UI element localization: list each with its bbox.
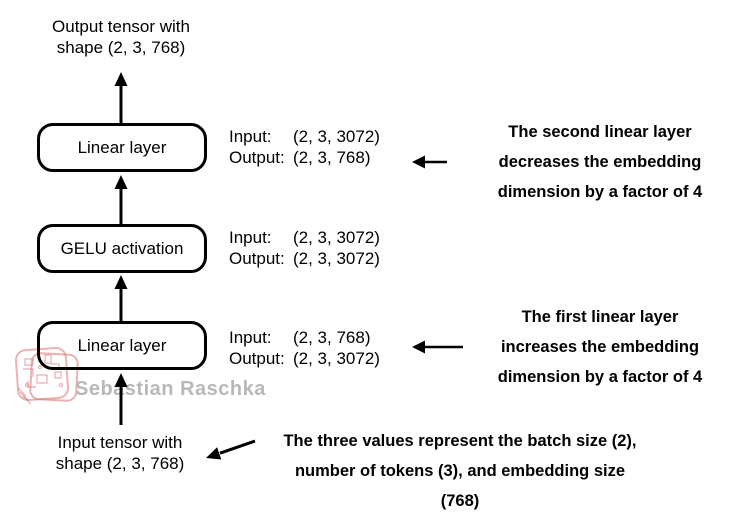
io3-output-label: Output: — [229, 349, 285, 368]
input-tensor-label-line2: shape (2, 3, 768) — [55, 454, 185, 473]
io3-output-value: (2, 3, 3072) — [293, 349, 380, 368]
linear-layer-2-label: Linear layer — [77, 137, 167, 157]
io1-input-value: (2, 3, 3072) — [293, 127, 380, 146]
gelu-activation-label: GELU activation — [60, 238, 184, 258]
annotation1-line1: The second linear layer — [508, 123, 692, 141]
annotation3-line1: The three values represent the batch siz… — [283, 432, 637, 450]
input-tensor-label-line1: Input tensor with — [57, 433, 183, 452]
io1-input-label: Input: — [229, 127, 272, 146]
annotation-first-linear-layer: The first linear layer increases the emb… — [468, 302, 732, 392]
annotation2-line2: increases the embedding — [500, 338, 700, 356]
output-tensor-label: Output tensor with shape (2, 3, 768) — [28, 16, 214, 58]
input-tensor-label: Input tensor with shape (2, 3, 768) — [27, 432, 213, 474]
io-block-gelu: Input: (2, 3, 3072) Output: (2, 3, 3072) — [229, 227, 380, 269]
io1-output-label: Output: — [229, 148, 285, 167]
arrow-input-to-linear1 — [114, 373, 128, 425]
watermark-text: Sebastian Raschka — [75, 378, 266, 400]
linear-layer-1-box: Linear layer — [37, 321, 207, 370]
arrow-left-annotation-1 — [412, 155, 447, 169]
annotation-second-linear-layer: The second linear layer decreases the em… — [468, 117, 732, 207]
arrow-left-annotation-2 — [412, 340, 463, 354]
arrow-linear1-to-gelu — [114, 275, 128, 321]
annotation1-line2: decreases the embedding — [498, 153, 702, 171]
io2-output-value: (2, 3, 3072) — [293, 249, 380, 268]
io2-input-label: Input: — [229, 228, 272, 247]
output-tensor-label-line1: Output tensor with — [52, 17, 190, 36]
annotation2-line1: The first linear layer — [521, 308, 679, 326]
io3-input-label: Input: — [229, 328, 272, 347]
output-tensor-label-line2: shape (2, 3, 768) — [56, 38, 186, 57]
io3-input-value: (2, 3, 768) — [293, 328, 371, 347]
linear-layer-2-box: Linear layer — [37, 123, 207, 172]
io2-output-label: Output: — [229, 249, 285, 268]
annotation2-line3: dimension by a factor of 4 — [497, 368, 703, 386]
io1-output-value: (2, 3, 768) — [293, 148, 371, 167]
io2-input-value: (2, 3, 3072) — [293, 228, 380, 247]
annotation1-line3: dimension by a factor of 4 — [497, 183, 703, 201]
gelu-activation-box: GELU activation — [37, 224, 207, 273]
io-block-linear1: Input: (2, 3, 768) Output: (2, 3, 3072) — [229, 327, 380, 369]
io-block-linear2: Input: (2, 3, 3072) Output: (2, 3, 768) — [229, 126, 380, 168]
linear-layer-1-label: Linear layer — [77, 335, 167, 355]
arrow-left-annotation-3 — [206, 439, 256, 460]
annotation3-line2: number of tokens (3), and embedding size — [294, 462, 626, 480]
annotation-shape-values: The three values represent the batch siz… — [258, 426, 662, 516]
annotation3-line3: (768) — [440, 492, 480, 510]
arrow-up-to-output — [114, 72, 128, 123]
arrow-gelu-to-linear2 — [114, 175, 128, 224]
